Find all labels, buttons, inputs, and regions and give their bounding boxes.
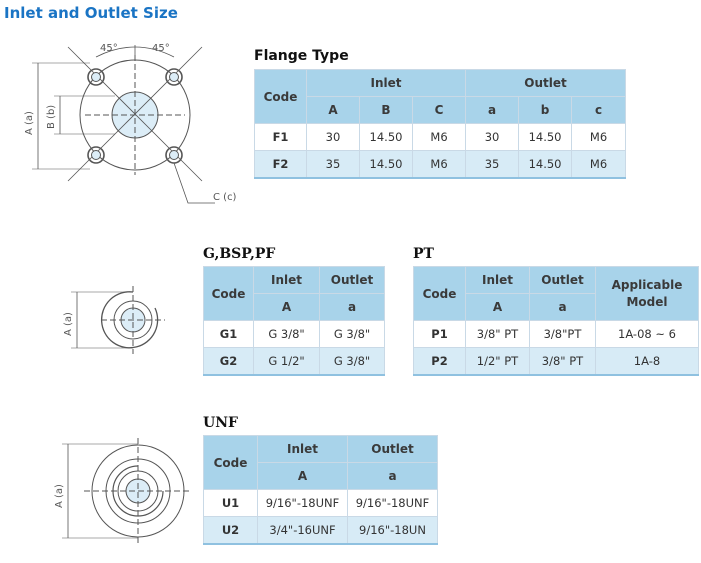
pt-title: PT bbox=[413, 246, 434, 262]
table-row: F1 30 14.50 M6 30 14.50 M6 bbox=[254, 123, 627, 151]
cell: 1A-8 bbox=[595, 347, 699, 375]
col-header: A bbox=[253, 293, 320, 321]
cell: M6 bbox=[411, 123, 467, 151]
header-code: Code bbox=[254, 69, 307, 124]
cell: 14.50 bbox=[359, 150, 413, 178]
col-header: a bbox=[529, 293, 596, 321]
cell: 1A-08 ~ 6 bbox=[595, 320, 699, 348]
cell: 3/4"-16UNF bbox=[257, 516, 348, 544]
unf-table: Code Inlet Outlet A a U1 9/16"-18UNF 9/1… bbox=[203, 435, 438, 545]
row-code: F1 bbox=[254, 123, 307, 151]
cell: 3/8" PT bbox=[465, 320, 530, 348]
header-outlet: Outlet bbox=[529, 266, 596, 294]
cell: 14.50 bbox=[518, 123, 573, 151]
cell: M6 bbox=[571, 123, 627, 151]
table-row: U2 3/4"-16UNF 9/16"-18UN bbox=[203, 516, 438, 544]
dim-label-a: A (a) bbox=[24, 111, 35, 135]
col-header: a bbox=[465, 96, 520, 124]
dim-label-a: A (a) bbox=[63, 312, 74, 336]
header-inlet: Inlet bbox=[257, 435, 348, 463]
cell: 35 bbox=[306, 150, 360, 178]
cell: M6 bbox=[571, 150, 627, 178]
row-code: U1 bbox=[203, 489, 258, 517]
cell: 35 bbox=[465, 150, 520, 178]
cell: 9/16"-18UN bbox=[347, 516, 438, 544]
pt-table: Code Inlet Outlet Applicable Model A a P… bbox=[413, 266, 699, 376]
header-inlet: Inlet bbox=[465, 266, 530, 294]
header-outlet: Outlet bbox=[319, 266, 385, 294]
cell: 1/2" PT bbox=[465, 347, 530, 375]
header-outlet: Outlet bbox=[347, 435, 438, 463]
cell: 9/16"-18UNF bbox=[257, 489, 348, 517]
row-code: F2 bbox=[254, 150, 307, 178]
table-row: U1 9/16"-18UNF 9/16"-18UNF bbox=[203, 489, 438, 517]
header-code: Code bbox=[413, 266, 466, 321]
dim-label-c: C (c) bbox=[213, 192, 237, 203]
gbsp-title: G,BSP,PF bbox=[203, 246, 276, 262]
row-code: G2 bbox=[203, 347, 254, 375]
cell: 14.50 bbox=[518, 150, 573, 178]
header-inlet: Inlet bbox=[253, 266, 320, 294]
cell: G 1/2" bbox=[253, 347, 320, 375]
cell: 30 bbox=[306, 123, 360, 151]
flange-table: Code Inlet Outlet A B C a b c F1 30 14.5… bbox=[254, 69, 627, 179]
flange-diagram: 45° 45° A (a) B (b) C (c) bbox=[24, 43, 237, 204]
gbsp-table: Code Inlet Outlet A a G1 G 3/8" G 3/8" G… bbox=[203, 266, 385, 376]
flange-title: Flange Type bbox=[254, 48, 349, 64]
col-header: a bbox=[347, 462, 438, 490]
row-code: U2 bbox=[203, 516, 258, 544]
table-row: P2 1/2" PT 3/8" PT 1A-8 bbox=[413, 347, 699, 375]
col-header: A bbox=[465, 293, 530, 321]
col-header: b bbox=[518, 96, 573, 124]
table-row: G1 G 3/8" G 3/8" bbox=[203, 320, 385, 348]
dim-label-b: B (b) bbox=[46, 105, 57, 129]
header-outlet: Outlet bbox=[465, 69, 627, 97]
row-code: P1 bbox=[413, 320, 466, 348]
row-code: G1 bbox=[203, 320, 254, 348]
header-applicable-model: Applicable Model bbox=[595, 266, 699, 321]
col-header: c bbox=[571, 96, 627, 124]
col-header: B bbox=[359, 96, 413, 124]
row-code: P2 bbox=[413, 347, 466, 375]
cell: 9/16"-18UNF bbox=[347, 489, 438, 517]
header-code: Code bbox=[203, 266, 254, 321]
col-header: A bbox=[306, 96, 360, 124]
cell: G 3/8" bbox=[253, 320, 320, 348]
cell: 14.50 bbox=[359, 123, 413, 151]
dim-label-a: A (a) bbox=[54, 484, 65, 508]
cell: 3/8" PT bbox=[529, 347, 596, 375]
unf-title: UNF bbox=[203, 415, 238, 431]
col-header: a bbox=[319, 293, 385, 321]
table-row: G2 G 1/2" G 3/8" bbox=[203, 347, 385, 375]
angle-label-2: 45° bbox=[152, 43, 170, 54]
header-code: Code bbox=[203, 435, 258, 490]
col-header: A bbox=[257, 462, 348, 490]
cell: 3/8"PT bbox=[529, 320, 596, 348]
cell: G 3/8" bbox=[319, 347, 385, 375]
cell: M6 bbox=[411, 150, 467, 178]
col-header: C bbox=[411, 96, 467, 124]
angle-label-1: 45° bbox=[100, 43, 118, 54]
header-inlet: Inlet bbox=[305, 69, 467, 97]
table-row: F2 35 14.50 M6 35 14.50 M6 bbox=[254, 150, 627, 178]
cell: G 3/8" bbox=[319, 320, 385, 348]
gbsp-diagram: A (a) bbox=[63, 286, 165, 354]
table-row: P1 3/8" PT 3/8"PT 1A-08 ~ 6 bbox=[413, 320, 699, 348]
cell: 30 bbox=[465, 123, 520, 151]
unf-diagram: A (a) bbox=[54, 438, 192, 544]
page-title: Inlet and Outlet Size bbox=[4, 4, 178, 22]
